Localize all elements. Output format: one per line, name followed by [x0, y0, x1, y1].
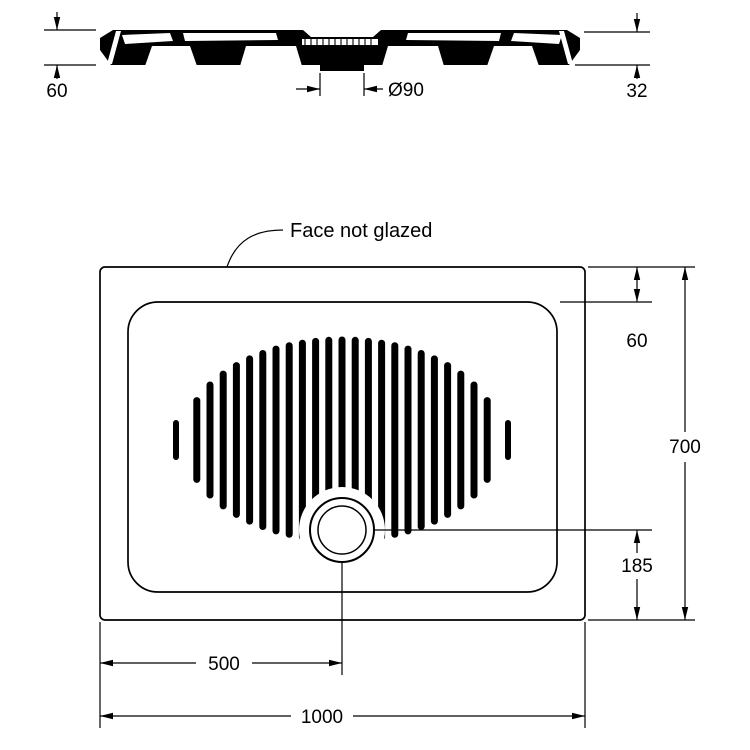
- dim-depth-label: 700: [669, 437, 701, 458]
- drain-inner-circle: [317, 505, 367, 555]
- dim-width-label: 1000: [301, 707, 343, 728]
- dim-rim-inset-label: 60: [626, 331, 647, 352]
- plan-dimension-lines: [99, 266, 695, 728]
- dim-edge-height-label: 32: [626, 81, 647, 102]
- dim-section-height-label: 60: [46, 81, 67, 102]
- dim-drain-diameter-label: Ø90: [388, 80, 424, 101]
- dim-drain-bottom-label: 185: [621, 556, 653, 577]
- section-cutouts: [107, 31, 573, 66]
- callout-leader-line: [226, 229, 284, 268]
- cross-section-view: 60 32 Ø90: [44, 12, 650, 102]
- dim-drain-left-label: 500: [208, 654, 240, 675]
- section-dimension-lines: [44, 12, 650, 96]
- callout-text: Face not glazed: [290, 220, 432, 242]
- drain-outer-circle: [309, 497, 375, 563]
- plan-view: Face not glazed 60 700 185: [99, 220, 701, 728]
- drain-texture-ticks: [304, 38, 372, 46]
